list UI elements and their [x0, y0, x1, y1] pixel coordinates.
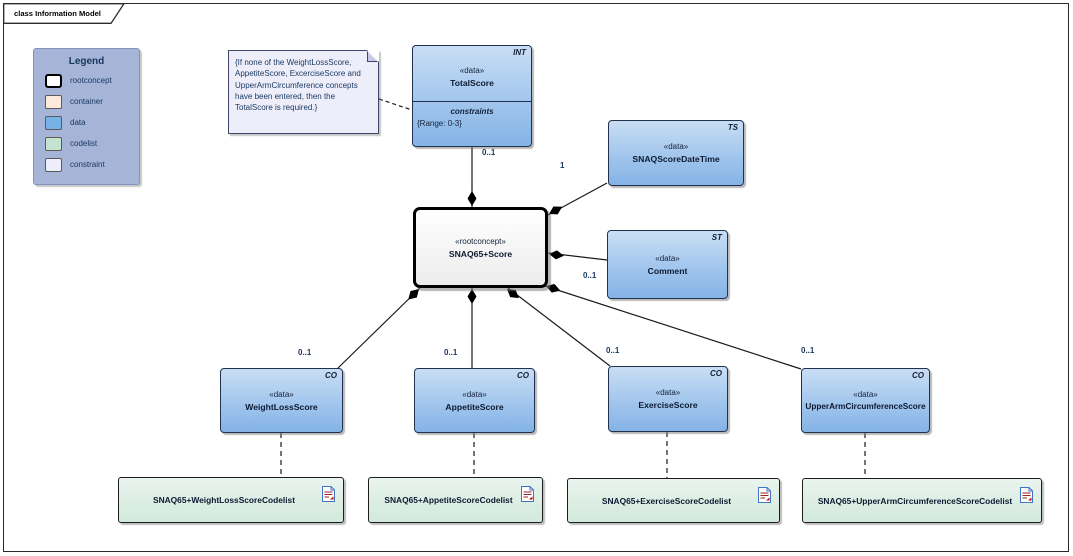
class-snaqscoredatetime[interactable]: TS «data» SNAQScoreDateTime [608, 120, 744, 186]
datatype-label: ST [711, 233, 722, 242]
stereotype: «rootconcept» [455, 236, 506, 246]
multiplicity-weightloss: 0..1 [298, 348, 312, 357]
class-snaq65-score[interactable]: «rootconcept» SNAQ65+Score [413, 207, 548, 288]
note-fold-corner-icon [367, 51, 378, 62]
constraint-value: {Range: 0-3} [417, 119, 462, 128]
codelist-name: SNAQ65+ExerciseScoreCodelist [601, 495, 732, 506]
document-icon [322, 486, 335, 502]
constraint-swatch [45, 157, 62, 172]
class-name: SNAQScoreDateTime [632, 154, 720, 164]
stereotype: «data» [663, 142, 689, 151]
codelist-name: SNAQ65+UpperArmCircumferenceScoreCodelis… [817, 495, 1013, 506]
constraints-compartment-label: constraints [450, 107, 494, 116]
multiplicity-totalscore: 0..1 [482, 148, 496, 157]
stereotype: «data» [462, 389, 487, 399]
codelist-weightlossscore[interactable]: SNAQ65+WeightLossScoreCodelist [118, 477, 344, 523]
class-comment[interactable]: ST «data» Comment [607, 230, 728, 299]
class-upperarmcircumferencescore[interactable]: CO «data» UpperArmCircumferenceScore [801, 368, 930, 433]
document-icon [758, 487, 771, 503]
class-name: UpperArmCircumferenceScore [805, 402, 926, 411]
legend-item-constraint: constraint [45, 157, 139, 172]
class-name: AppetiteScore [445, 401, 504, 412]
tab-shape [3, 3, 126, 24]
class-name: SNAQ65+Score [448, 248, 513, 259]
composition-diamond-icons [408, 191, 564, 304]
datatype-label: CO [912, 371, 924, 380]
stereotype: «data» [655, 388, 681, 397]
codelist-swatch [45, 136, 62, 151]
legend-item-data: data [45, 115, 139, 130]
diagram-title-tab: class Information Model [3, 3, 143, 25]
multiplicity-datetime: 1 [560, 161, 565, 170]
document-icon [1020, 487, 1033, 503]
codelist-upperarmcircumferencescore[interactable]: SNAQ65+UpperArmCircumferenceScoreCodelis… [802, 478, 1042, 523]
class-name: TotalScore [450, 77, 494, 88]
stereotype: «data» [269, 389, 294, 399]
class-exercisescore[interactable]: CO «data» ExerciseScore [608, 366, 728, 432]
stereotype: «data» [655, 253, 680, 263]
stereotype: «data» [853, 390, 878, 399]
multiplicity-exercise: 0..1 [606, 346, 620, 355]
legend-panel: Legend rootconcept container data codeli… [33, 48, 140, 185]
rootconcept-swatch [45, 73, 62, 88]
datatype-label: TS [727, 123, 738, 132]
diagram-frame [3, 3, 1069, 552]
class-name: WeightLossScore [245, 401, 318, 412]
legend-item-codelist: codelist [45, 136, 139, 151]
class-totalscore[interactable]: INT «data» TotalScore constraints {Range… [412, 45, 532, 147]
datatype-label: CO [710, 369, 722, 378]
class-name: Comment [647, 265, 688, 276]
datatype-label: INT [513, 48, 526, 57]
codelist-name: SNAQ65+AppetiteScoreCodelist [384, 495, 513, 505]
legend-item-rootconcept: rootconcept [45, 73, 139, 88]
class-appetitescore[interactable]: CO «data» AppetiteScore [414, 368, 535, 433]
document-icon [521, 486, 534, 502]
data-swatch [45, 115, 62, 130]
codelist-exercisescore[interactable]: SNAQ65+ExerciseScoreCodelist [567, 478, 780, 523]
class-weightlossscore[interactable]: CO «data» WeightLossScore [220, 368, 343, 433]
stereotype: «data» [459, 65, 485, 75]
class-name: ExerciseScore [638, 400, 698, 410]
multiplicity-appetite: 0..1 [444, 348, 458, 357]
legend-title: Legend [68, 56, 105, 67]
multiplicity-comment: 0..1 [583, 271, 597, 280]
codelist-name: SNAQ65+WeightLossScoreCodelist [152, 495, 296, 505]
datatype-label: CO [325, 371, 337, 380]
datatype-label: CO [517, 371, 529, 380]
codelist-appetitescore[interactable]: SNAQ65+AppetiteScoreCodelist [368, 477, 543, 523]
diagram-title: class Information Model [14, 9, 101, 18]
legend-item-container: container [45, 94, 139, 109]
multiplicity-upperarm: 0..1 [801, 346, 815, 355]
constraint-note: {If none of the WeightLossScore, Appetit… [228, 50, 379, 134]
note-text: {If none of the WeightLossScore, Appetit… [235, 58, 361, 113]
container-swatch [45, 94, 62, 109]
